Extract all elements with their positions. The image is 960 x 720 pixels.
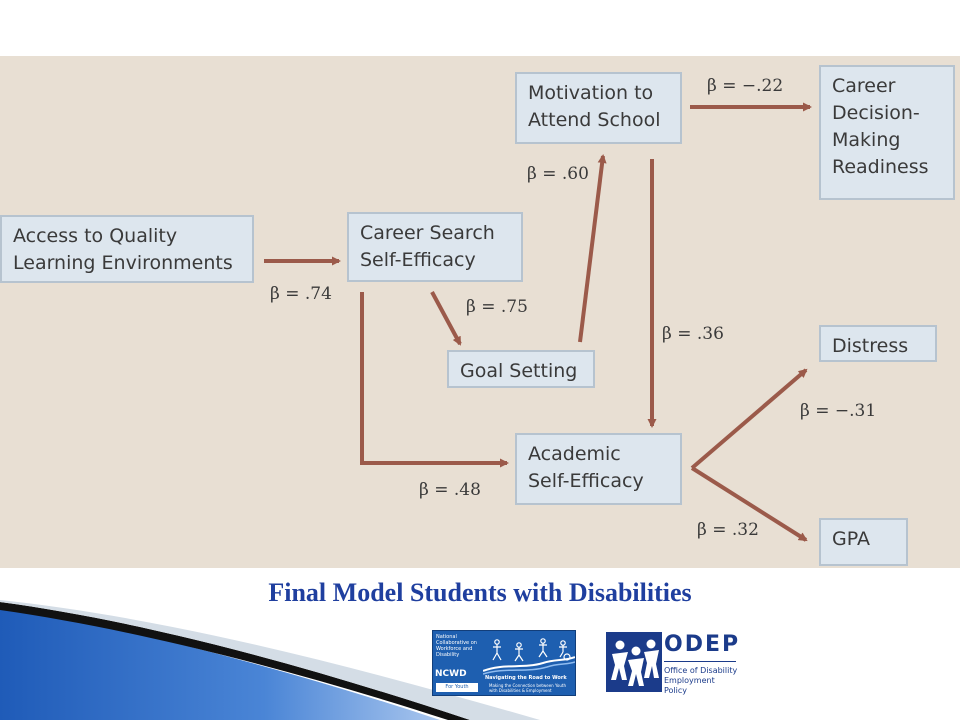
ncwd-youth-badge: For Youth bbox=[436, 683, 478, 692]
ncwd-subtagline: Making the Connection between Youth with… bbox=[489, 683, 566, 693]
odep-people-icon bbox=[606, 632, 662, 692]
path-label-access-career-search: β = .74 bbox=[270, 284, 332, 304]
odep-name: ODEP bbox=[664, 632, 741, 657]
node-gpa: GPA bbox=[819, 518, 908, 566]
path-label-career-search-academic: β = .48 bbox=[419, 480, 481, 500]
node-access-learning-environments: Access to Quality Learning Environments bbox=[0, 215, 254, 283]
odep-logo: ODEP Office of Disability Employment Pol… bbox=[606, 632, 738, 696]
path-label-academic-distress: β = −.31 bbox=[800, 401, 877, 421]
node-goal-setting: Goal Setting bbox=[447, 350, 595, 388]
path-label-motivation-academic: β = .36 bbox=[662, 324, 724, 344]
node-distress: Distress bbox=[819, 325, 937, 362]
node-career-search-self-efficacy: Career Search Self-Efficacy bbox=[347, 212, 523, 282]
odep-full-name: Office of Disability Employment Policy bbox=[664, 666, 738, 695]
diagram-panel bbox=[0, 56, 960, 568]
arrow-career-search-to-goal-setting bbox=[430, 291, 462, 346]
ncwd-logo: National Collaborative on Workforce and … bbox=[432, 630, 576, 696]
path-label-academic-gpa: β = .32 bbox=[697, 520, 759, 540]
path-label-career-search-goal-setting: β = .75 bbox=[466, 297, 528, 317]
path-label-motivation-career-decision: β = −.22 bbox=[707, 76, 784, 96]
ncwd-figures-icon bbox=[483, 638, 575, 675]
arrow-academic-to-gpa bbox=[690, 466, 808, 542]
path-label-goal-setting-motivation: β = .60 bbox=[527, 164, 589, 184]
odep-divider bbox=[664, 661, 736, 662]
node-motivation-attend-school: Motivation to Attend School bbox=[515, 72, 682, 144]
node-academic-self-efficacy: Academic Self-Efficacy bbox=[515, 433, 682, 505]
ncwd-name: NCWD bbox=[435, 669, 467, 679]
arrow-career-search-to-academic bbox=[360, 292, 509, 468]
arrow-academic-to-distress bbox=[690, 368, 808, 470]
footer-swoosh-decoration bbox=[0, 600, 540, 720]
slide-title: Final Model Students with Disabilities bbox=[268, 578, 692, 607]
ncwd-small-text: National Collaborative on Workforce and … bbox=[436, 634, 477, 658]
ncwd-tagline: Navigating the Road to Work bbox=[485, 675, 567, 681]
arrow-goal-setting-to-motivation bbox=[578, 154, 607, 343]
node-career-decision-readiness: Career Decision- Making Readiness bbox=[819, 65, 955, 200]
